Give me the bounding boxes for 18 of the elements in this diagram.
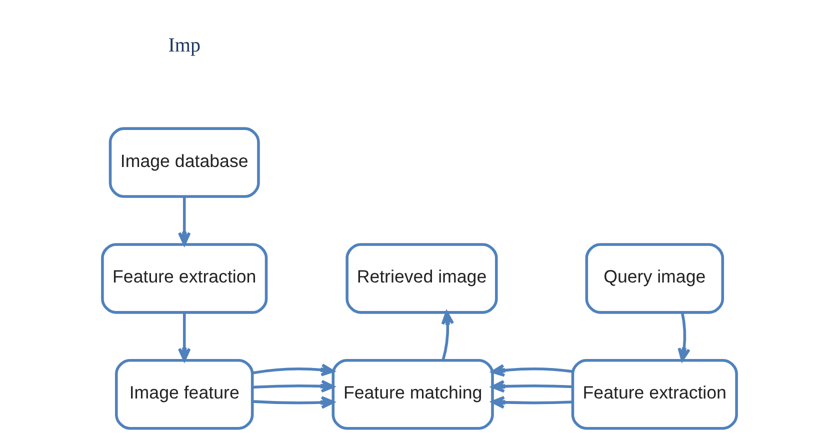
node-box: Feature extraction [100, 243, 268, 314]
arrow [177, 312, 190, 362]
node-box: Feature extraction [570, 358, 738, 430]
node-box: Image database [108, 127, 260, 198]
node-box: Query image [584, 243, 724, 314]
arrow [440, 311, 454, 360]
arrow [252, 396, 334, 409]
arrow [677, 312, 690, 362]
arrow [177, 196, 190, 246]
label: Imp [168, 34, 200, 57]
arrow [490, 364, 572, 377]
node-box: Image feature [114, 358, 254, 430]
arrow [252, 364, 334, 376]
arrow [490, 396, 572, 409]
arrow [252, 380, 334, 393]
node-box: Feature matching [331, 358, 494, 430]
arrow [490, 380, 572, 393]
node-box: Retrieved image [345, 243, 498, 314]
